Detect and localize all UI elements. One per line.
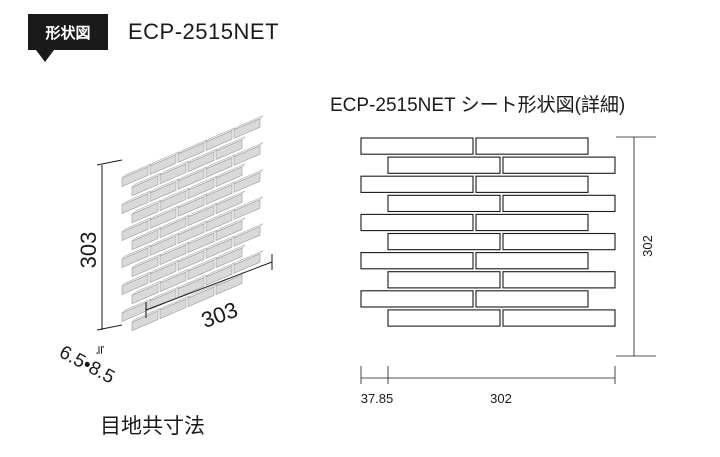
- perspective-tile-face: [121, 274, 149, 295]
- detail-tile: [387, 232, 501, 251]
- detail-height-label: 302: [640, 235, 655, 257]
- detail-tile: [360, 175, 474, 193]
- perspective-tile-face: [233, 199, 261, 220]
- detail-tile: [360, 290, 474, 308]
- detail-tile: [502, 194, 616, 213]
- perspective-tile-face: [215, 247, 243, 269]
- perspective-tile-face: [121, 193, 149, 214]
- detail-offset-label: 37.85: [361, 391, 394, 406]
- perspective-tile-face: [187, 286, 215, 308]
- perspective-tile-face: [149, 262, 177, 283]
- perspective-tile-face: [159, 271, 187, 293]
- perspective-tile-face: [215, 193, 243, 215]
- perspective-tile-face: [187, 151, 215, 173]
- perspective-tile-group: [121, 115, 264, 332]
- perspective-tile-face: [131, 283, 159, 305]
- perspective-tile-face: [187, 259, 215, 281]
- height-dimension-label: 303: [76, 232, 101, 269]
- perspective-tile-face: [205, 157, 233, 178]
- joint-width-caption: 目地共寸法: [100, 414, 205, 438]
- perspective-tile-face: [121, 220, 149, 241]
- detail-tile: [502, 156, 616, 174]
- perspective-tile-face: [233, 226, 261, 247]
- perspective-tile-face: [233, 253, 261, 274]
- perspective-tile-face: [159, 190, 187, 212]
- perspective-tile-face: [177, 142, 205, 163]
- perspective-tile-face: [131, 175, 159, 197]
- height-dimension-tick-top: [96, 159, 123, 166]
- perspective-tile-face: [177, 223, 205, 244]
- perspective-tile-face: [187, 232, 215, 254]
- detail-tile: [475, 213, 589, 232]
- perspective-tile-face: [159, 163, 187, 185]
- detail-tile: [360, 213, 474, 232]
- perspective-tile-face: [131, 202, 159, 224]
- perspective-tile-face: [121, 166, 149, 187]
- perspective-tile-face: [205, 130, 233, 151]
- perspective-tile-face: [159, 244, 187, 266]
- width-dimension-line: [145, 261, 273, 311]
- perspective-tile-face: [205, 211, 233, 232]
- detail-tile: [387, 271, 501, 289]
- perspective-tile-face: [149, 154, 177, 175]
- perspective-tile-face: [215, 274, 243, 296]
- detail-view-title: ECP-2515NET シート形状図(詳細): [330, 95, 626, 116]
- perspective-tile-face: [177, 277, 205, 298]
- detail-width-label: 302: [490, 391, 512, 406]
- perspective-tile-face: [233, 172, 261, 193]
- perspective-tile-face: [159, 298, 187, 320]
- perspective-tile-face: [177, 250, 205, 271]
- detail-tile: [475, 290, 589, 308]
- detail-tile: [360, 137, 474, 155]
- perspective-tile-face: [131, 229, 159, 251]
- perspective-tile-face: [121, 301, 149, 322]
- height-dimension-tick-bottom: [96, 324, 123, 331]
- perspective-tile-face: [159, 217, 187, 239]
- badge-pointer: [36, 50, 54, 62]
- detail-tile: [502, 271, 616, 289]
- detail-tile: [387, 309, 501, 327]
- perspective-tile-face: [187, 178, 215, 200]
- detail-tile: [502, 232, 616, 251]
- perspective-tile-face: [205, 184, 233, 205]
- perspective-tile-face: [187, 205, 215, 227]
- perspective-tile-face: [121, 247, 149, 268]
- detail-tile: [387, 194, 501, 213]
- detail-tile: [475, 175, 589, 193]
- detail-tile-group: [360, 137, 616, 327]
- perspective-tile-face: [215, 166, 243, 188]
- detail-tile: [360, 252, 474, 270]
- perspective-tile-face: [215, 139, 243, 161]
- perspective-tile-face: [149, 181, 177, 202]
- perspective-tile-face: [149, 235, 177, 256]
- perspective-tile-face: [233, 145, 261, 166]
- perspective-tile-face: [131, 310, 159, 332]
- perspective-tile-face: [215, 220, 243, 242]
- detail-tile: [475, 137, 589, 155]
- badge-label: 形状図: [45, 23, 91, 42]
- perspective-tile-face: [131, 256, 159, 278]
- perspective-tile-face: [205, 265, 233, 286]
- perspective-tile-face: [149, 208, 177, 229]
- perspective-tile-face: [177, 169, 205, 190]
- perspective-tile-face: [177, 196, 205, 217]
- figure-type-badge: 形状図: [28, 14, 108, 50]
- approx-equal-mark: ≒: [93, 345, 107, 355]
- detail-tile: [475, 252, 589, 270]
- detail-tile: [387, 156, 501, 174]
- product-code-title: ECP-2515NET: [128, 19, 280, 44]
- perspective-tile-face: [205, 238, 233, 259]
- detail-tile: [502, 309, 616, 327]
- perspective-tile-face: [233, 118, 261, 139]
